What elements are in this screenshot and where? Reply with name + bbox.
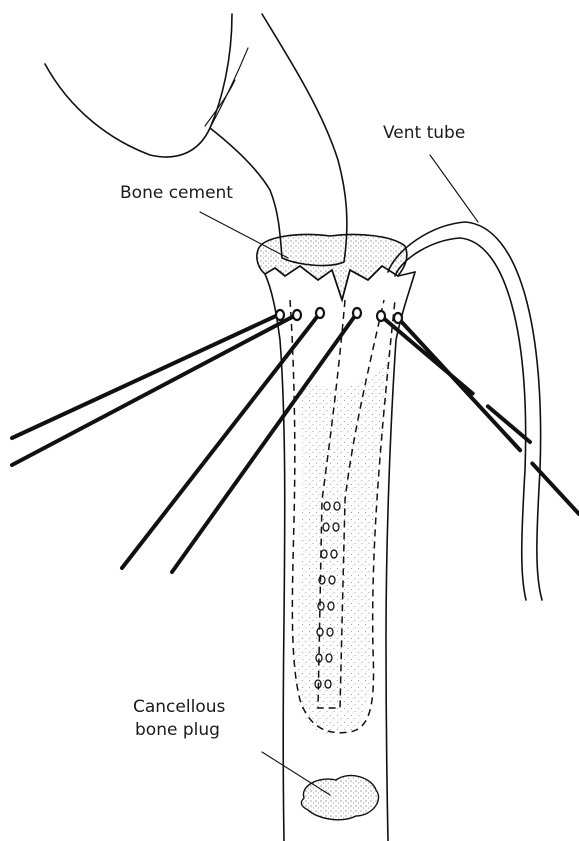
- leader-vent-tube: [430, 155, 478, 222]
- wire-right-outer: [398, 318, 579, 514]
- pin-holes: [276, 308, 402, 323]
- leader-bone-cement: [200, 212, 288, 258]
- cement-fill-region: [295, 350, 392, 735]
- wire-mid-left: [122, 313, 320, 568]
- wire-left-inner: [12, 315, 296, 465]
- vent-tube: [388, 222, 542, 600]
- guide-wires: [12, 313, 579, 572]
- vent-tube-outer-wall: [388, 222, 542, 600]
- leader-bone-plug: [262, 752, 330, 795]
- finger-outline: [45, 14, 232, 157]
- bone-cement-mass: [257, 234, 407, 300]
- label-cancellous: Cancellous: [133, 697, 225, 717]
- label-bone-plug: bone plug: [135, 720, 220, 740]
- finger: [45, 14, 347, 265]
- label-vent-tube: Vent tube: [383, 123, 465, 143]
- label-bone-cement: Bone cement: [120, 183, 233, 203]
- cancellous-bone-plug: [301, 775, 378, 819]
- vent-tube-inner-wall: [395, 238, 526, 600]
